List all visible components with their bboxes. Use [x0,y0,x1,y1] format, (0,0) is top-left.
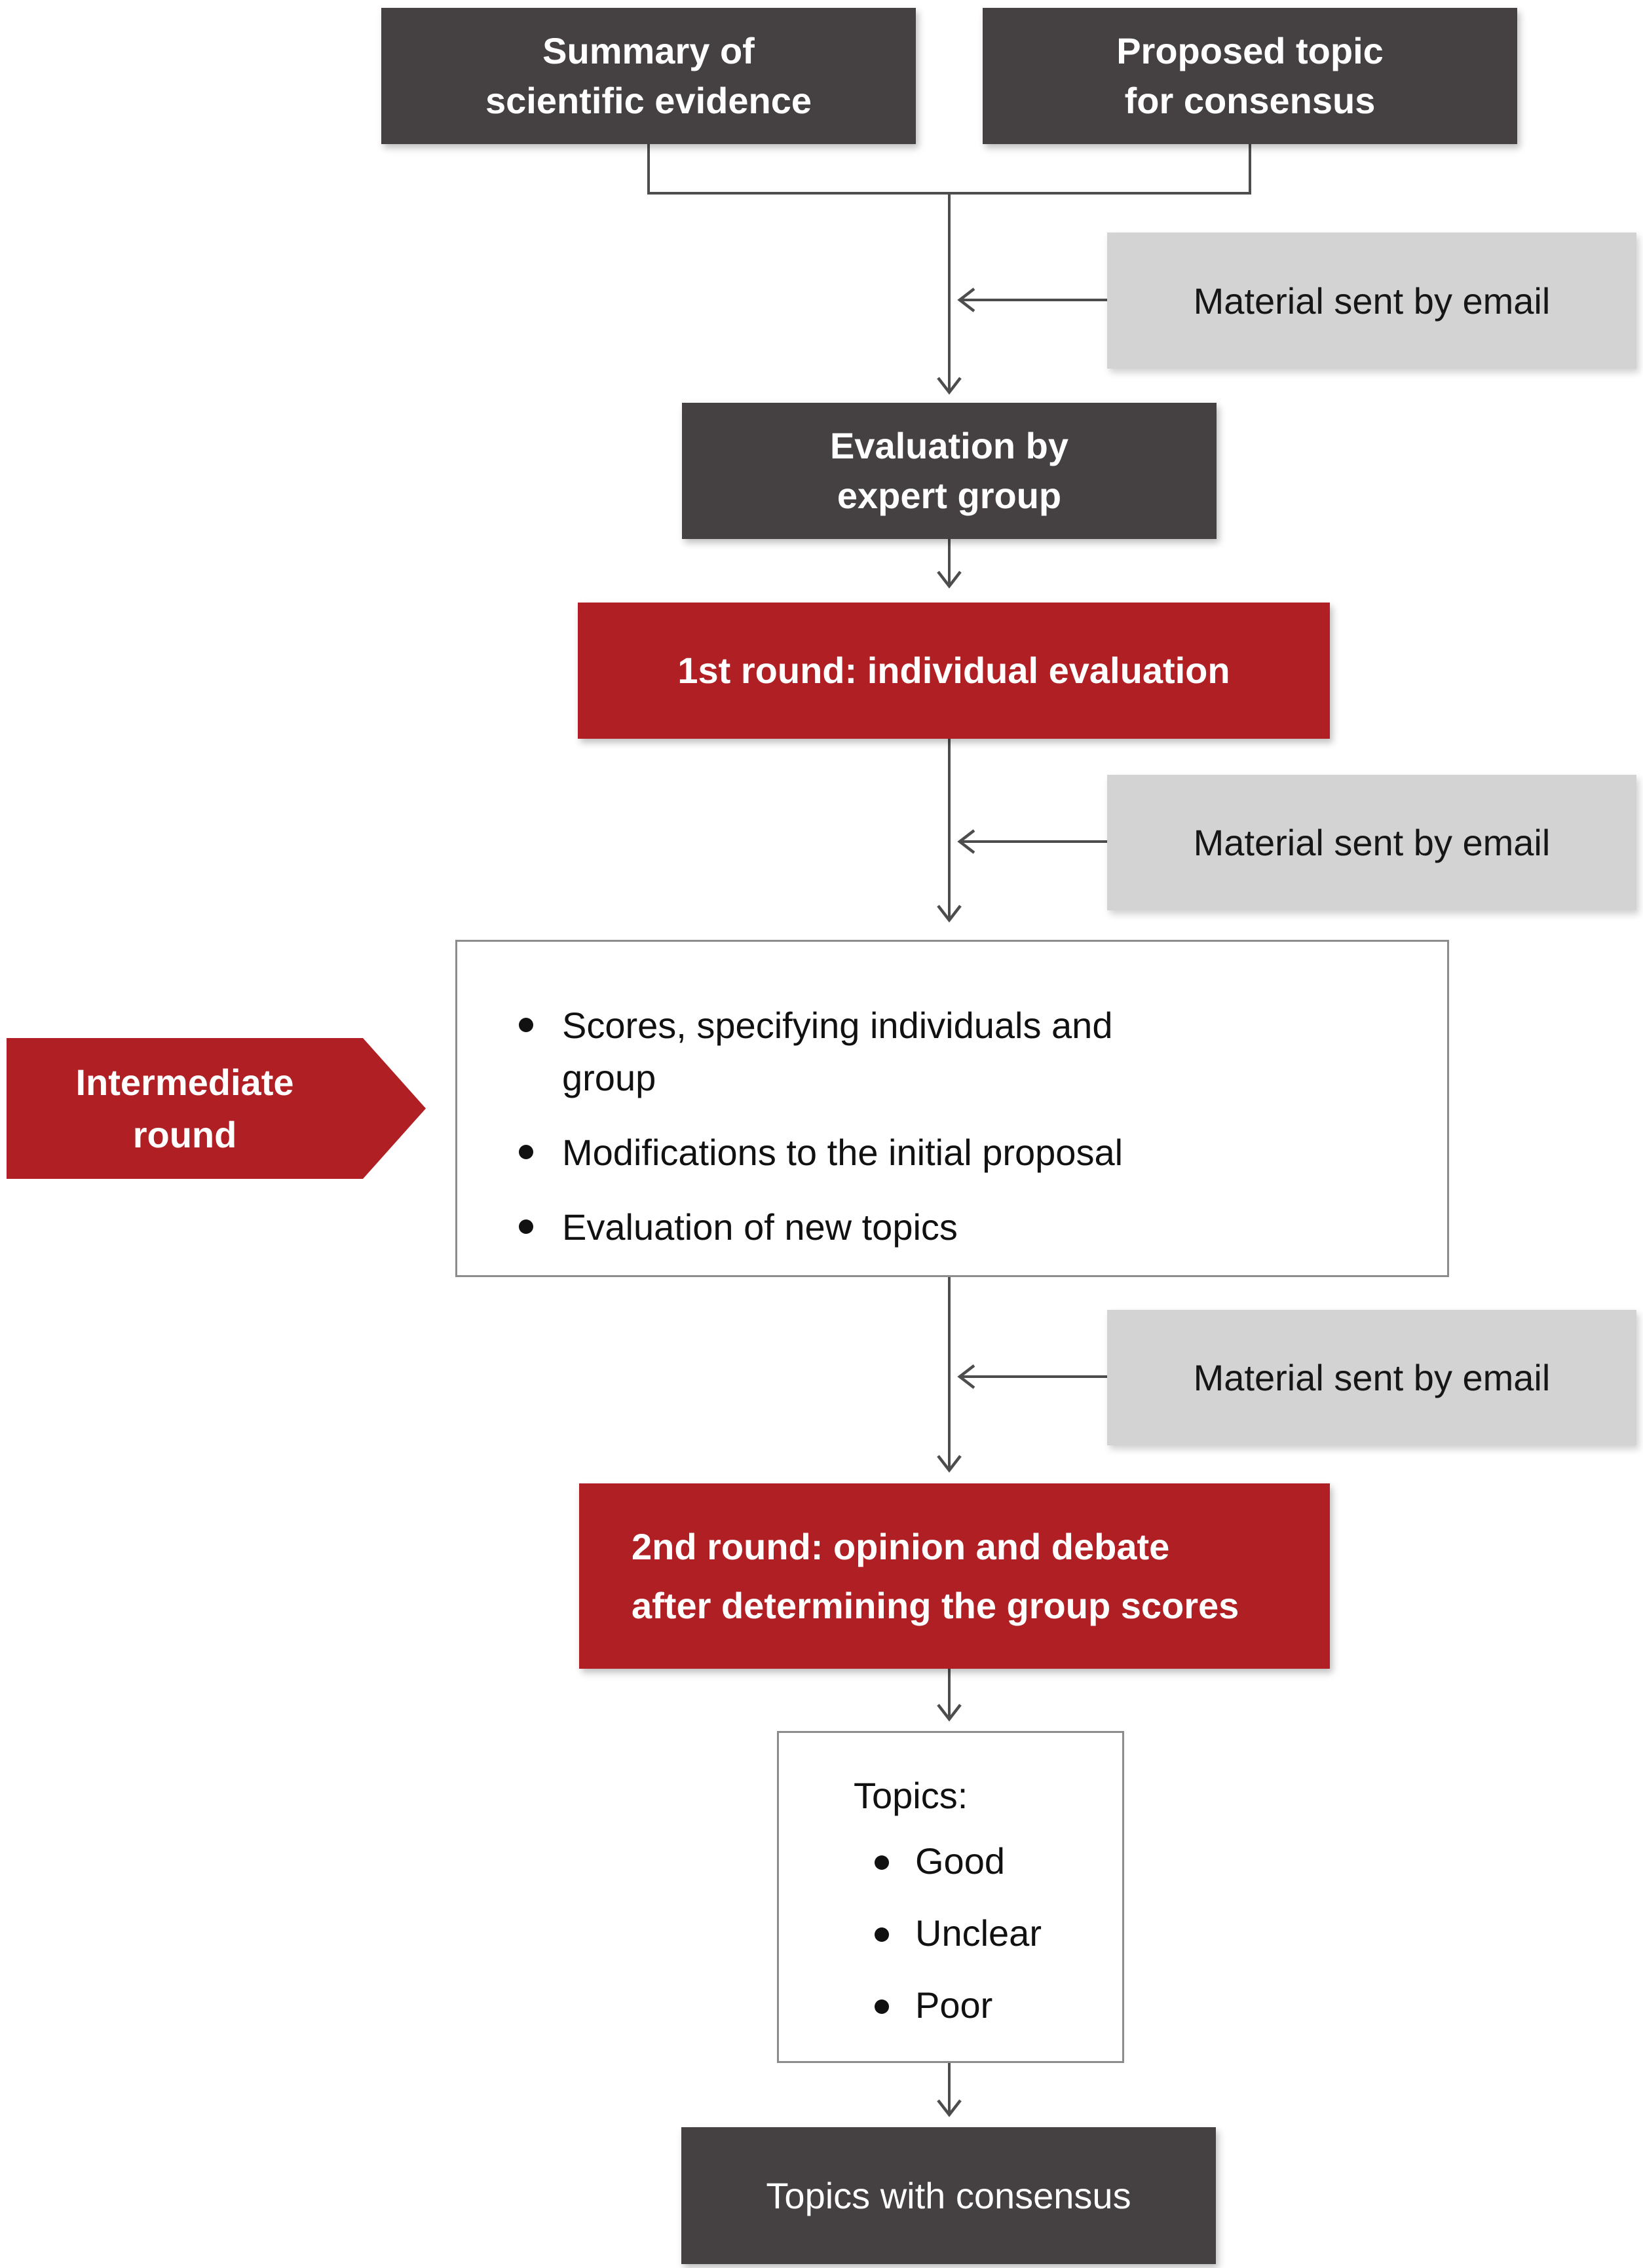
material-email-box-1: Material sent by email [1107,232,1636,369]
topic-level-good: Good [915,1840,1005,1882]
round2-box: 2nd round: opinion and debate after dete… [579,1483,1330,1669]
list-item: Poor [854,1984,1122,2026]
bullet-icon [875,1999,889,2014]
intermediate-outputs-box: Scores, specifying individuals and group… [455,940,1449,1277]
intermediate-round-arrow: Intermediate round [7,1038,426,1179]
material-email-box-3: Material sent by email [1107,1310,1636,1445]
bullet-icon [875,1855,889,1870]
topics-box: Topics: Good Unclear Poor [777,1731,1124,2063]
intermediate-output-2: Modifications to the initial proposal [562,1132,1124,1173]
list-item: Unclear [854,1912,1122,1954]
proposed-topic-box: Proposed topic for consensus [983,8,1517,144]
material-email-box-2: Material sent by email [1107,775,1636,910]
expert-evaluation-box: Evaluation by expert group [682,403,1217,539]
bullet-icon [875,1927,889,1942]
topic-level-poor: Poor [915,1984,993,2026]
bullet-icon [519,1145,533,1159]
topics-title: Topics: [854,1775,968,1816]
list-item: Modifications to the initial proposal [519,1126,1408,1179]
list-item: Evaluation of new topics [519,1201,1408,1254]
intermediate-output-3: Evaluation of new topics [562,1206,958,1248]
list-item: Scores, specifying individuals and group [519,999,1408,1104]
bullet-icon [519,1219,533,1234]
final-consensus-box: Topics with consensus [681,2127,1216,2264]
bullet-icon [519,1018,533,1032]
summary-evidence-box: Summary of scientific evidence [381,8,916,144]
topic-level-unclear: Unclear [915,1912,1042,1954]
list-item: Good [854,1840,1122,1882]
round1-box: 1st round: individual evaluation [578,603,1330,739]
intermediate-output-1: Scores, specifying individuals and group [562,1005,1113,1098]
